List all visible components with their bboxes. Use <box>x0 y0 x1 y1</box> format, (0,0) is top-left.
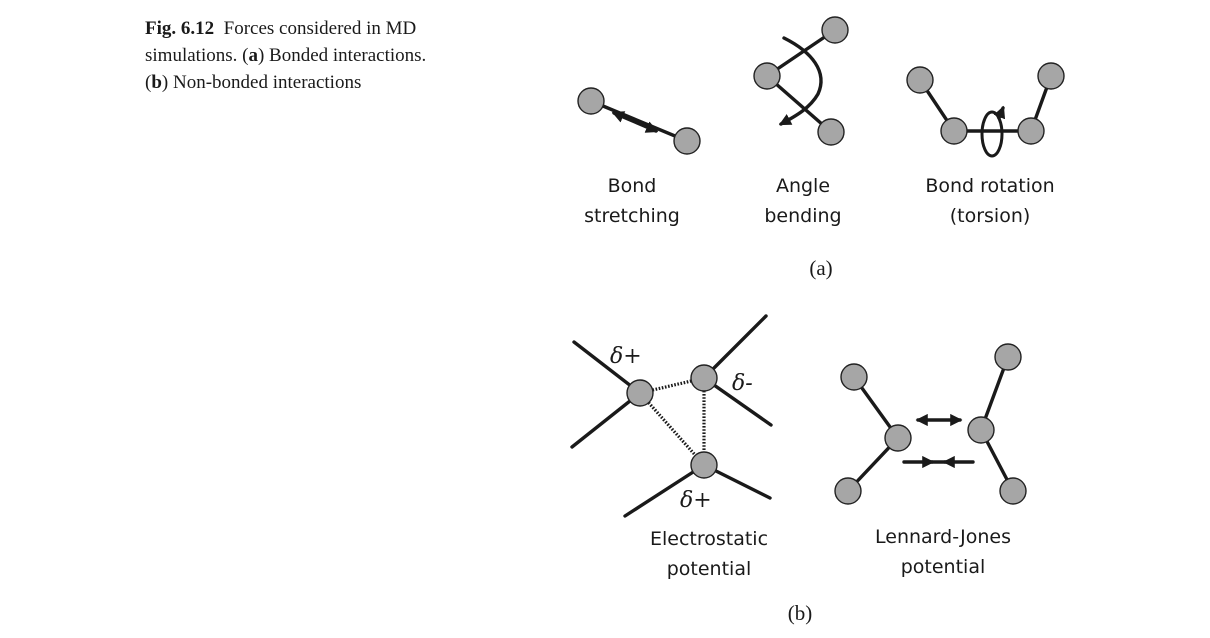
atom <box>626 379 654 407</box>
atom <box>834 477 862 505</box>
angle-bond <box>765 74 833 134</box>
caption-text-2: ) Bonded interactions. ( <box>145 45 427 93</box>
caption-label-a: a <box>248 45 258 66</box>
bending-arrow <box>778 36 823 126</box>
charge-top-right: δ- <box>732 371 753 396</box>
atom <box>840 363 868 391</box>
atom <box>906 66 934 94</box>
charge-top-left: δ+ <box>610 344 642 369</box>
bond-rotation-label-2: (torsion) <box>950 205 1031 227</box>
atom <box>577 87 605 115</box>
bond <box>702 314 768 380</box>
angle-bending-diagram <box>753 16 849 146</box>
lennard-jones-label-1: Lennard-Jones <box>875 526 1011 548</box>
angle-bending-label-1: Angle <box>776 175 830 197</box>
bond-rotation-label-1: Bond rotation <box>925 175 1054 197</box>
caption-text-3: ) Non-bonded interactions <box>161 72 362 93</box>
caption-label-b: b <box>151 72 162 93</box>
atom <box>1017 117 1045 145</box>
lennard-jones-label-2: potential <box>901 556 986 578</box>
stretching-bond <box>589 99 689 143</box>
lennard-jones-diagram <box>834 343 1027 505</box>
bond <box>572 340 642 395</box>
bond-stretching-label-2: stretching <box>584 205 680 227</box>
atom <box>999 477 1027 505</box>
atom <box>690 451 718 479</box>
panel-b-label: (b) <box>788 601 813 625</box>
bond-stretching-diagram <box>577 87 701 155</box>
atom <box>821 16 849 44</box>
atom <box>673 127 701 155</box>
electrostatic-label-1: Electrostatic <box>650 528 768 550</box>
figure-caption: Fig. 6.12 Forces considered in MD simula… <box>145 15 430 96</box>
atom <box>753 62 781 90</box>
rotation-loop <box>980 110 1004 158</box>
figure-label: Fig. 6.12 <box>145 18 215 39</box>
atom <box>884 424 912 452</box>
rotation-arrow <box>993 105 1006 120</box>
atom <box>940 117 968 145</box>
atom <box>1037 62 1065 90</box>
atom <box>817 118 845 146</box>
bond <box>623 463 706 518</box>
panel-a-label: (a) <box>809 256 832 280</box>
bond-stretching-label-1: Bond <box>608 175 657 197</box>
caption-text-1: Forces considered in MD simulations. ( <box>145 18 417 66</box>
atom <box>690 364 718 392</box>
electrostatic-label-2: potential <box>667 558 752 580</box>
electrostatic-link <box>638 391 706 467</box>
stretching-arrow <box>611 111 659 133</box>
bond-rotation-diagram <box>906 62 1065 158</box>
angle-bending-label-2: bending <box>764 205 841 227</box>
bond <box>570 391 642 449</box>
atom <box>967 416 995 444</box>
charge-bottom: δ+ <box>680 488 712 513</box>
electrostatic-diagram <box>570 314 773 518</box>
atom <box>994 343 1022 371</box>
